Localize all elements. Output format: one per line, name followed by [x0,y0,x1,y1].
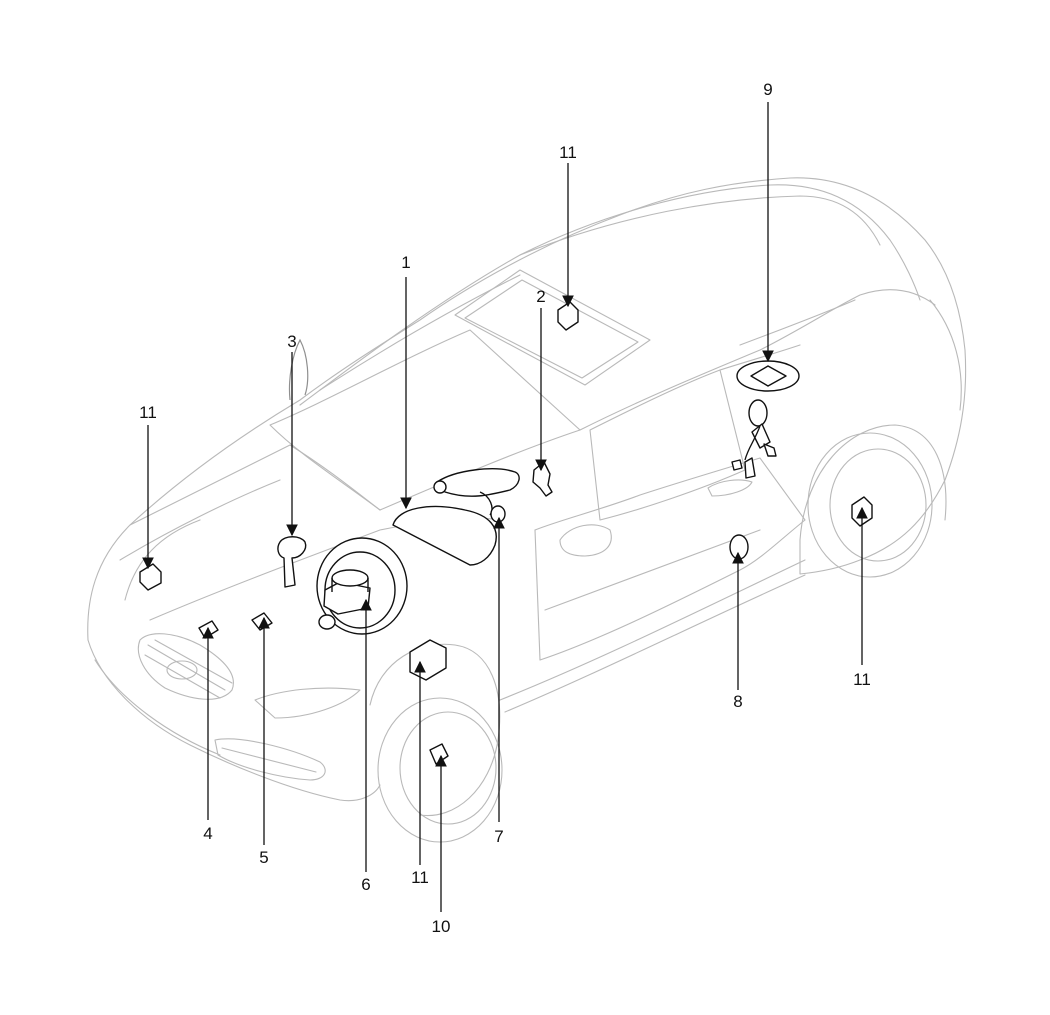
callout-9: 9 [763,80,772,99]
callout-11-rear: 11 [853,670,871,689]
leader-lines [142,102,868,912]
car-outline [87,177,967,843]
callout-labels: 1 2 3 4 5 6 7 8 9 10 11 11 11 11 [139,80,871,936]
part-11-roof [557,301,579,331]
callout-4: 4 [203,824,212,843]
callout-10: 10 [432,917,451,936]
part-2 [532,461,553,497]
callout-11-roof: 11 [559,143,577,162]
callout-7: 7 [494,827,503,846]
callout-2: 2 [536,287,545,306]
callout-11-front: 11 [411,868,429,887]
part-9-wiring [748,399,768,427]
callout-3: 3 [287,332,296,351]
part-10 [429,743,449,765]
part-11-front-wheel [409,639,447,681]
part-5 [251,612,273,631]
part-11-front-left [139,563,162,591]
abs-unit-part [323,581,371,615]
callout-6: 6 [361,875,370,894]
callout-5: 5 [259,848,268,867]
callout-8: 8 [733,692,742,711]
components [139,301,873,765]
part-3 [277,536,307,588]
part-7 [490,505,506,523]
callout-1: 1 [401,253,410,272]
part-8 [729,534,749,560]
instrument-cluster-part [392,505,497,566]
callout-11-left: 11 [139,403,157,422]
